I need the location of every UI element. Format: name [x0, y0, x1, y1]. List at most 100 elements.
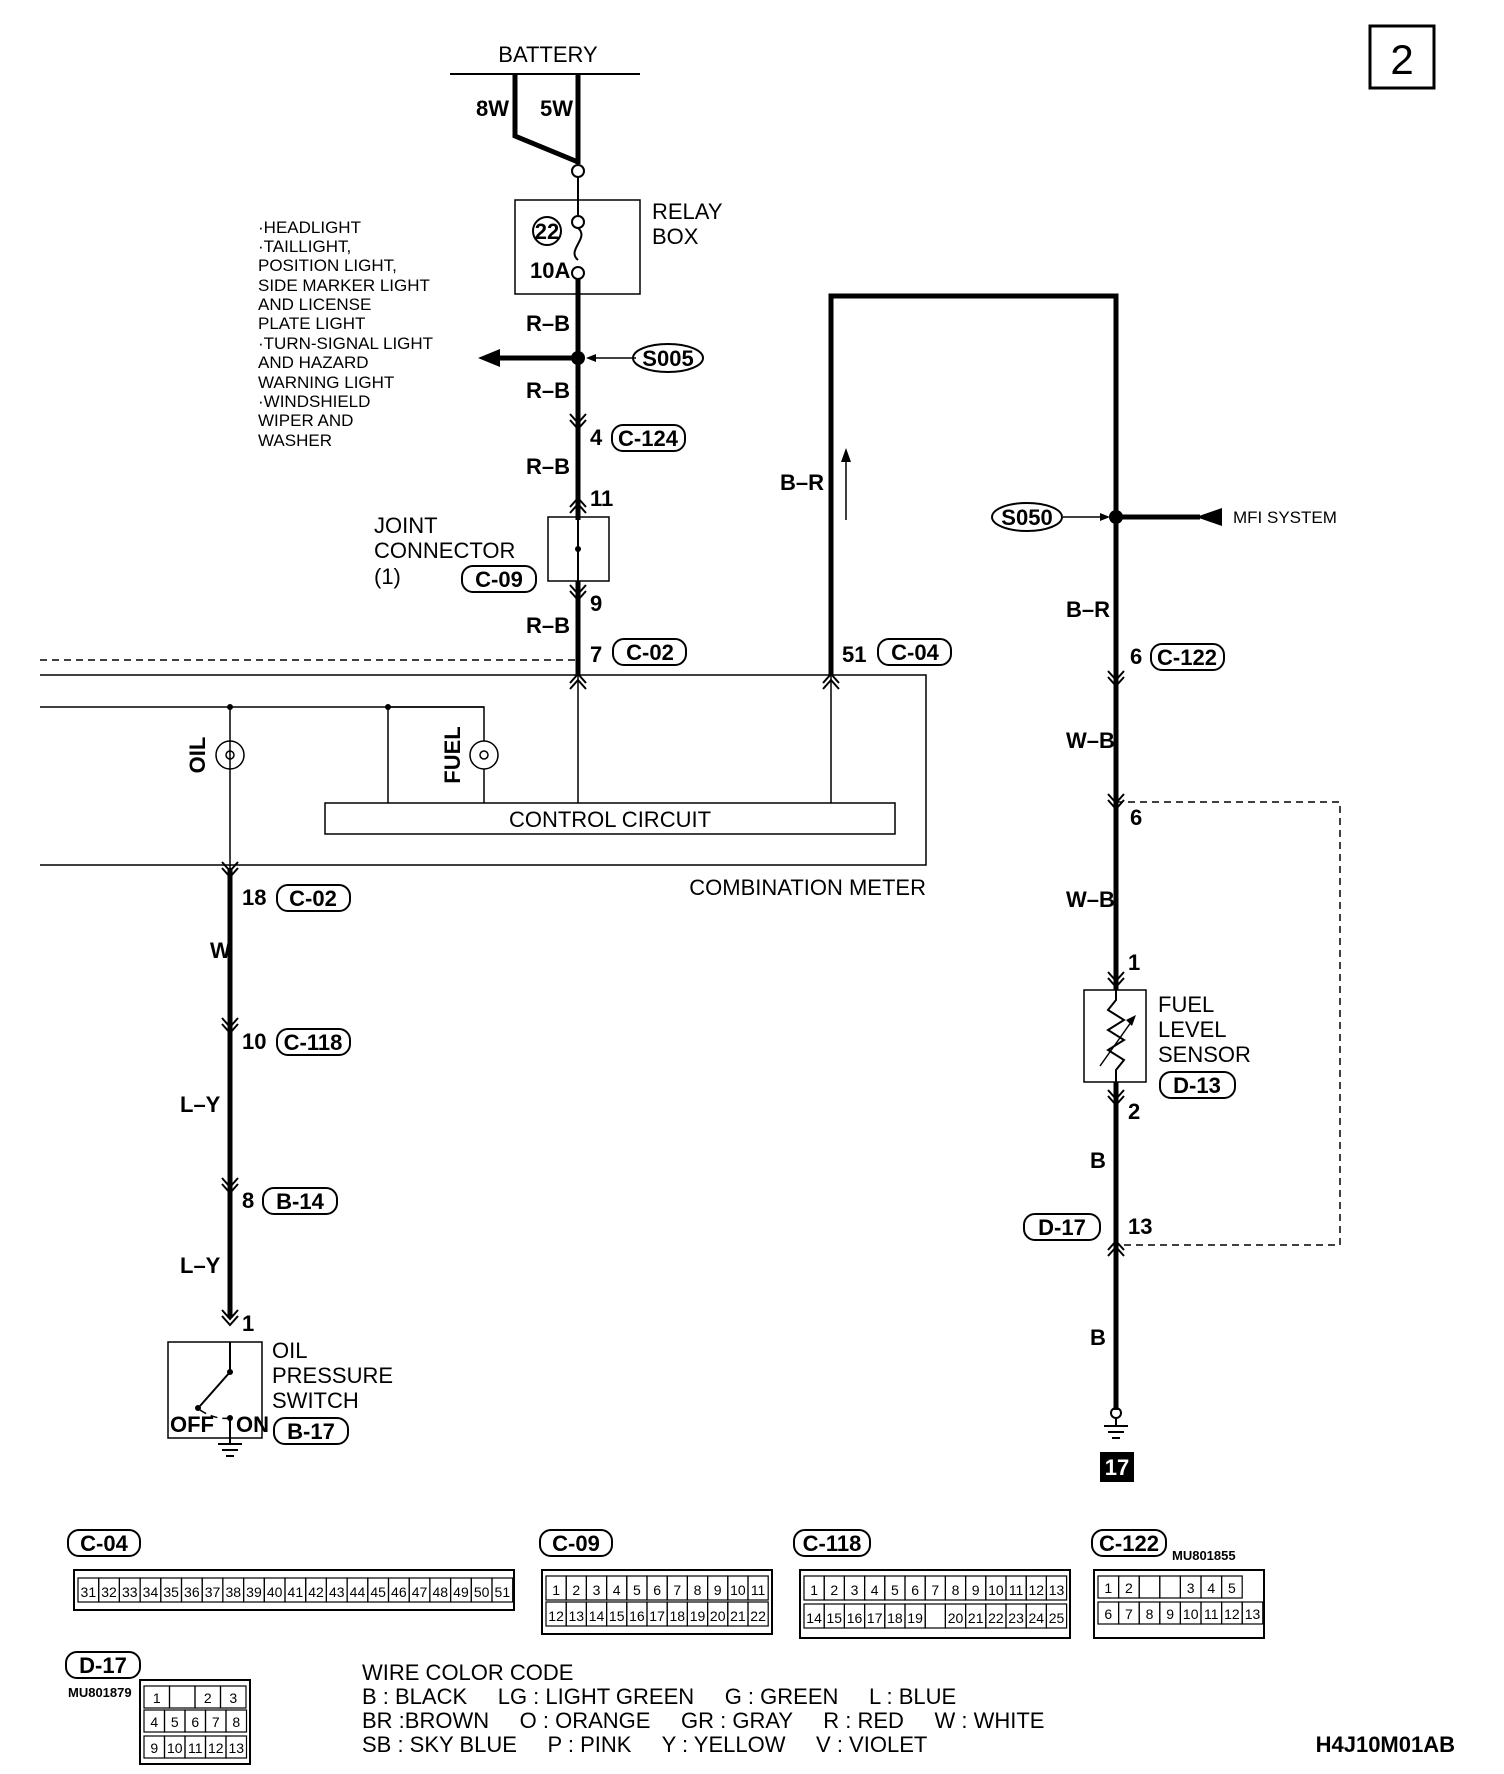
wire-color-wb: W–B	[1066, 887, 1115, 912]
connector-pin-label: 6	[653, 1582, 661, 1598]
connector-pin-label: 4	[871, 1582, 879, 1598]
connector-pin-label: 6	[1104, 1606, 1112, 1622]
connector-tag-c122: C-122	[1157, 645, 1217, 670]
wire-color-b: B	[1090, 1148, 1106, 1173]
circuit-item: WARNING LIGHT	[258, 373, 394, 392]
wire-color-rb: R–B	[526, 613, 570, 638]
connector-pin-label: 8	[1146, 1606, 1154, 1622]
connector-pin-cell	[1045, 1603, 1068, 1629]
connector-pin-label: 1	[1104, 1580, 1112, 1596]
connector-view-title: C-118	[803, 1531, 862, 1556]
connector-pin-label: 12	[548, 1608, 564, 1624]
battery-label: BATTERY	[498, 42, 598, 67]
splice-s050: S050	[1001, 505, 1052, 530]
connector-tag-c09: C-09	[475, 567, 523, 592]
circuit-item: AND LICENSE	[258, 295, 371, 314]
pin-number: 11	[590, 486, 613, 511]
connector-tag-c124: C-124	[618, 426, 679, 451]
connector-pin-label: 9	[150, 1740, 158, 1756]
connector-pin-label: 23	[1008, 1610, 1024, 1626]
connector-tag-d13: D-13	[1173, 1073, 1221, 1098]
connector-pin-label: 20	[710, 1608, 726, 1624]
connector-pin-label: 42	[308, 1584, 324, 1600]
pin-number: 2	[1128, 1099, 1140, 1124]
fuel-level-sensor: 1 2 FUEL LEVEL SENSOR D-13 B D-17 13 B 1…	[1023, 950, 1251, 1482]
connector-pin-label: 1	[153, 1690, 161, 1706]
connector-pin-label: 11	[188, 1740, 203, 1756]
joint-connector-label-1: JOINT	[374, 513, 438, 538]
connector-view-title: C-122	[1099, 1531, 1159, 1556]
connector-pin-label: 18	[670, 1608, 686, 1624]
circuits-list: ·HEADLIGHT ·TAILLIGHT, POSITION LIGHT, S…	[258, 218, 433, 450]
connector-pin-cell	[1241, 1601, 1264, 1625]
oil-pressure-switch-label-2: PRESSURE	[272, 1363, 393, 1388]
connector-pin-cell	[491, 1577, 514, 1603]
connector-pin-label: 5	[171, 1714, 179, 1730]
connector-pin-label: 31	[81, 1584, 97, 1600]
fuel-level-sensor-label-1: FUEL	[1158, 992, 1214, 1017]
pin-number: 1	[1128, 950, 1140, 975]
connector-pin-cell	[1045, 1575, 1068, 1601]
connector-pin-label: 14	[589, 1608, 605, 1624]
pin-number: 10	[242, 1029, 266, 1054]
connector-pin-label: 10	[730, 1582, 746, 1598]
joint-connector-label-2: CONNECTOR	[374, 538, 515, 563]
control-circuit-label: CONTROL CIRCUIT	[509, 807, 711, 832]
connector-pin-label: 9	[1166, 1606, 1174, 1622]
connector-pin-label: 21	[968, 1610, 984, 1626]
connector-pin-label: 1	[552, 1582, 560, 1598]
connector-pin-label: 5	[891, 1582, 899, 1598]
connector-pin-label: 2	[204, 1690, 212, 1706]
connector-pin-label: 4	[613, 1582, 621, 1598]
connector-pin-cell	[225, 1709, 248, 1733]
c02-top-connector: 7 C-02	[569, 638, 687, 690]
connector-pin-cell	[1159, 1575, 1182, 1599]
connector-pin-label: 13	[228, 1740, 244, 1756]
connector-pin-label: 40	[267, 1584, 283, 1600]
pin-number: 6	[1130, 805, 1142, 830]
wire-color-b: B	[1090, 1325, 1106, 1350]
circuit-item: ·TURN-SIGNAL LIGHT	[258, 334, 433, 353]
fuel-level-sensor-label-2: LEVEL	[1158, 1017, 1227, 1042]
connector-pin-label: 38	[225, 1584, 241, 1600]
wire-color-rb: R–B	[526, 311, 570, 336]
combination-meter-label: COMBINATION METER	[689, 875, 926, 900]
connector-pin-label: 8	[952, 1582, 960, 1598]
connector-pin-label: 44	[350, 1584, 366, 1600]
connector-pin-label: 15	[609, 1608, 625, 1624]
connector-tag-d17: D-17	[1038, 1215, 1086, 1240]
switch-off-label: OFF	[170, 1412, 214, 1437]
wire-color-br: B–R	[1066, 597, 1110, 622]
rb-circuit: S005 R–B R–B R–B R–B 4 C-124	[478, 279, 704, 638]
legend-line: BR :BROWN O : ORANGE GR : GRAY R : RED W…	[362, 1708, 1044, 1733]
page-number: 2	[1390, 36, 1413, 83]
connector-view-title: C-09	[552, 1531, 600, 1556]
wire-color-w: W	[210, 938, 231, 963]
battery: BATTERY 8W 5W	[450, 42, 640, 165]
connector-pin-label: 24	[1029, 1610, 1045, 1626]
mfi-system-label: MFI SYSTEM	[1233, 508, 1337, 527]
connector-pin-label: 11	[1204, 1606, 1219, 1622]
connector-pin-label: 17	[649, 1608, 665, 1624]
pin-number: 4	[590, 425, 603, 450]
wire-color-legend: WIRE COLOR CODE B : BLACK LG : LIGHT GRE…	[362, 1660, 1044, 1757]
connector-pin-label: 32	[101, 1584, 117, 1600]
br-circuit: B–R 51 C-04 S050 MFI SYSTEM B–R 6 C-122 …	[780, 293, 1341, 1410]
connector-pin-label: 46	[391, 1584, 407, 1600]
joint-connector-label-3: (1)	[374, 564, 401, 589]
pin-number: 1	[242, 1311, 254, 1336]
pin-number: 51	[842, 642, 866, 667]
oil-gauge-label: OIL	[185, 737, 210, 774]
pin-number: 13	[1128, 1214, 1152, 1239]
part-number: MU801855	[1172, 1548, 1236, 1563]
connector-pin-label: 8	[694, 1582, 702, 1598]
connector-pin-cell	[225, 1735, 248, 1759]
page-number-box: 2	[1368, 24, 1436, 90]
connector-pin-label: 16	[629, 1608, 645, 1624]
pin-number: 9	[590, 591, 602, 616]
connector-pin-label: 33	[122, 1584, 138, 1600]
connector-tag-b17: B-17	[287, 1419, 335, 1444]
